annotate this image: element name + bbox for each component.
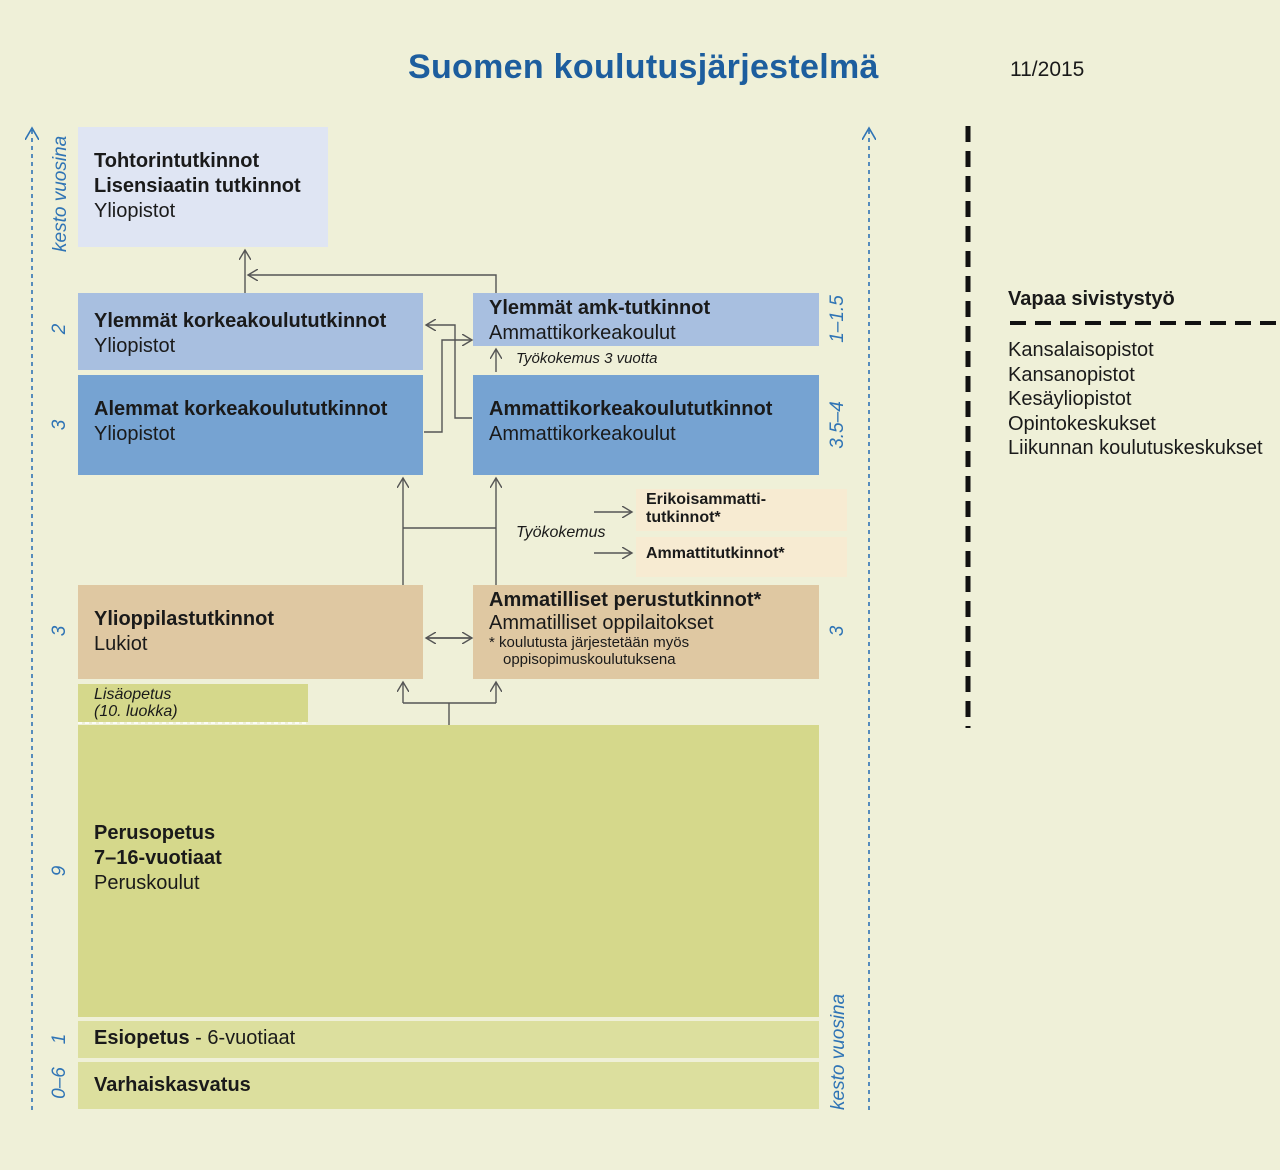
box-alemmat-korkeakoulututkinnot: Alemmat korkeakoulututkinnot Yliopistot (78, 375, 423, 475)
label-tyokokemus-3-vuotta: Työkokemus 3 vuotta (516, 350, 658, 367)
page-title: Suomen koulutusjärjestelmä (408, 48, 879, 86)
box-ylemmat-amk-tutkinnot: Ylemmät amk-tutkinnot Ammattikorkeakoulu… (473, 293, 819, 346)
box-ammattitutkinnot: Ammattitutkinnot* (636, 537, 847, 577)
date-label: 11/2015 (1010, 58, 1085, 81)
box-perusopetus: Perusopetus 7–16-vuotiaat Peruskoulut (78, 725, 819, 1017)
label-tyokokemus: Työkokemus (516, 524, 606, 541)
list-item: Kansalaisopistot (1008, 339, 1154, 361)
list-item: Opintokeskukset (1008, 412, 1156, 435)
box-ylemmat-korkeakoulututkinnot: Ylemmät korkeakoulututkinnot Yliopistot (78, 293, 423, 370)
list-item: Kesäyliopistot (1008, 388, 1132, 410)
list-item: Kansanopistot (1008, 363, 1135, 386)
box-ammatilliset-perustutkinnot: Ammatilliset perustutkinnot* Ammatillise… (473, 585, 819, 679)
list-item: Liikunnan koulutuskeskukset (1008, 437, 1263, 459)
box-tohtorintutkinnot: Tohtorintutkinnot Lisensiaatin tutkinnot… (78, 127, 328, 247)
vapaa-sivistystyo-list: Kansalaisopistot Kansanopistot Kesäyliop… (1008, 338, 1263, 461)
box-ammattikorkeakoulututkinnot: Ammattikorkeakoulututkinnot Ammattikorke… (473, 375, 819, 475)
box-varhaiskasvatus: Varhaiskasvatus (78, 1062, 819, 1109)
box-lisaopetus: Lisäopetus (10. luokka) (78, 684, 308, 722)
vapaa-sivistystyo-title: Vapaa sivistystyö (1008, 288, 1175, 310)
box-erikoisammattitutkinnot: Erikoisammatti- tutkinnot* (636, 489, 847, 531)
box-ylioppilastutkinnot: Ylioppilastutkinnot Lukiot (78, 585, 423, 679)
box-esiopetus: Esiopetus - 6-vuotiaat (78, 1021, 819, 1058)
